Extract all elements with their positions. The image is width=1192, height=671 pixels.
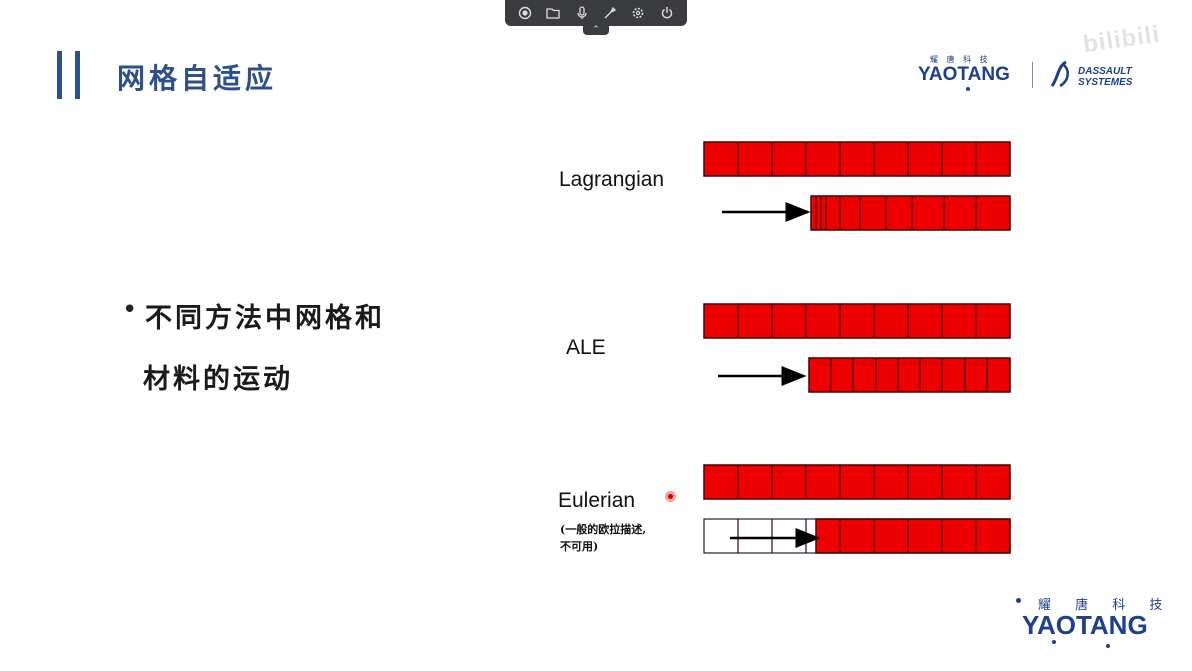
laser-pointer-icon [665, 491, 676, 502]
record-icon[interactable] [515, 3, 535, 23]
yaotang-cn-text-bottom: 耀 唐 科 技 [1038, 598, 1173, 613]
eulerian-note-line2: 不可用) [560, 540, 599, 553]
dot-icon [1016, 598, 1021, 603]
bullet-text-line1: 不同方法中网格和 [145, 303, 385, 334]
lagrangian-deformed-mesh [722, 195, 1011, 231]
label-ale: ALE [566, 336, 606, 359]
eulerian-note-line1: (一般的欧拉描述, [560, 523, 647, 536]
dot-icon [1106, 644, 1110, 648]
yaotang-en-text-bottom: YAOTANG [1022, 610, 1148, 640]
tools-icon[interactable] [600, 3, 620, 23]
yaotang-en-text: YAOTANG [918, 64, 1010, 85]
dot-icon [966, 87, 970, 91]
dassault-text-line1: DASSAULT [1078, 66, 1132, 77]
title-accent-bar [57, 51, 62, 99]
recording-toolbar [505, 0, 687, 26]
mesh-motion-diagram [703, 141, 1011, 554]
eulerian-fixed-mesh [703, 518, 1011, 554]
toolbar-collapse-handle[interactable]: ⌃ [583, 26, 609, 35]
bullet-text-line2: 材料的运动 [143, 364, 293, 395]
folder-icon[interactable] [543, 3, 563, 23]
label-lagrangian: Lagrangian [559, 168, 665, 191]
settings-icon[interactable] [628, 3, 648, 23]
chevron-up-icon: ⌃ [592, 25, 600, 35]
ds-mark-icon [1050, 60, 1069, 88]
bullet-dot: • [122, 295, 138, 325]
yaotang-logo-bottom: 耀 唐 科 技 YAOTANG [1016, 594, 1178, 650]
yaotang-logo-top: 耀 唐 科 技 YAOTANG [918, 54, 1018, 94]
yaotang-cn-text: 耀 唐 科 技 [930, 55, 991, 64]
slide-title: 网格自适应 [117, 62, 278, 95]
lagrangian-initial-mesh [703, 141, 1011, 177]
logo-divider [1032, 62, 1033, 88]
dassault-logo: DASSAULT SYSTEMES [1048, 58, 1158, 92]
dot-icon [1052, 640, 1056, 644]
eulerian-initial-mesh [703, 464, 1011, 500]
bilibili-watermark: bilibili [1081, 20, 1162, 59]
ale-adapted-mesh [718, 357, 1011, 393]
microphone-icon[interactable] [572, 3, 592, 23]
ale-initial-mesh [703, 303, 1011, 339]
power-icon[interactable] [657, 3, 677, 23]
dassault-text-line2: SYSTEMES [1078, 77, 1133, 88]
label-eulerian: Eulerian [558, 489, 636, 512]
title-accent-bar [75, 51, 80, 99]
